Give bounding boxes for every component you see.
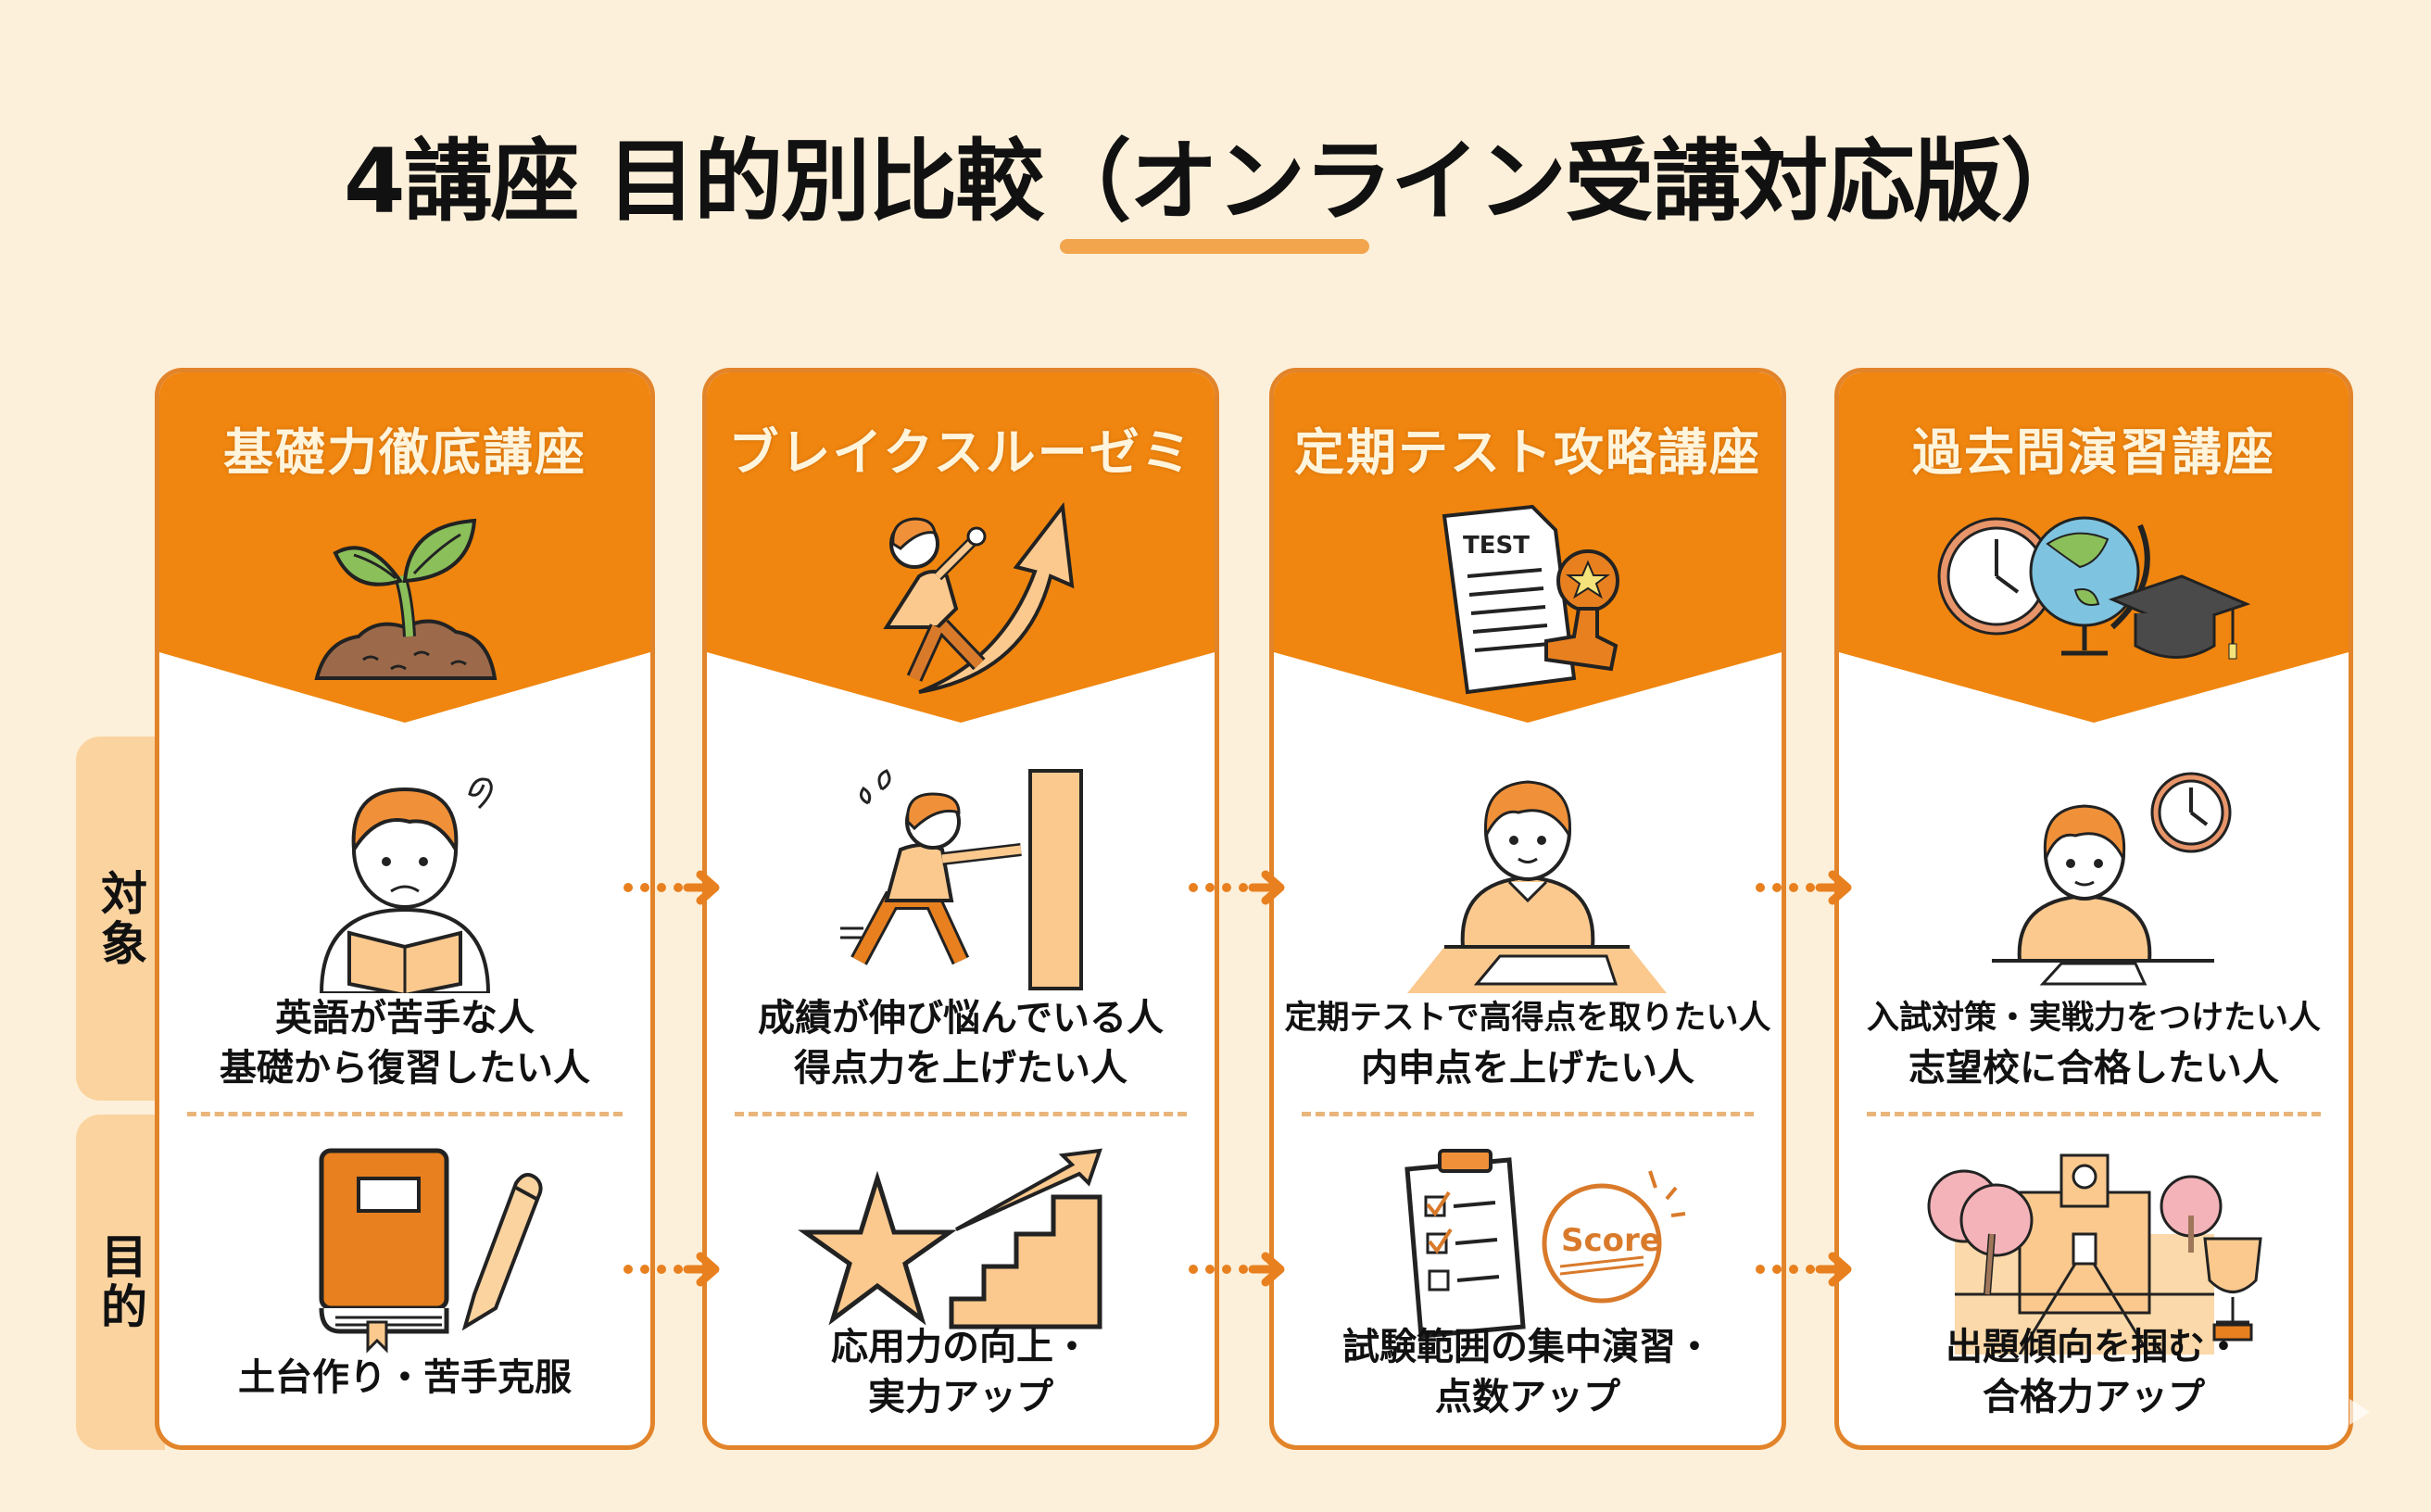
page-title: 4講座 目的別比較（オンライン受講対応版）	[343, 130, 2089, 233]
purpose-line-1: 出題傾向を掴む・	[1946, 1326, 2242, 1368]
purpose-line-2: 点数アップ	[1435, 1376, 1620, 1418]
purpose-line-1: 土台作り・苦手克服	[238, 1356, 572, 1399]
book-and-pencil-icon	[319, 1148, 543, 1354]
flow-arrow-icon	[1189, 1252, 1285, 1287]
section-divider	[1302, 1112, 1754, 1116]
flow-arrow-icon	[623, 870, 720, 905]
course-title: 基礎力徹底講座	[223, 423, 586, 482]
flow-arrow-icon	[623, 1252, 720, 1287]
svg-text:TEST: TEST	[1463, 532, 1530, 560]
target-description: 英語が苦手な人 基礎から復習したい人	[169, 993, 641, 1093]
target-line-2: 内申点を上げたい人	[1361, 1047, 1694, 1090]
course-title: 過去問演習講座	[1912, 423, 2275, 482]
target-description: 入試対策・実戦力をつけたい人 志望校に合格したい人	[1848, 993, 2339, 1093]
course-card-teiki-test: 定期テスト攻略講座 TEST 定期テストで高得点を取りたい人 内申点を上げたい人…	[1269, 368, 1786, 1450]
target-line-1: 成績が伸び悩んでいる人	[758, 997, 1164, 1040]
flow-arrow-icon	[1756, 870, 1852, 905]
purpose-description: 土台作り・苦手克服	[169, 1353, 641, 1403]
purpose-line-2: 実力アップ	[868, 1376, 1053, 1418]
confused-student-reading-icon	[319, 777, 493, 993]
row-label-purpose: 目的	[76, 1115, 165, 1450]
course-title: 定期テスト攻略講座	[1294, 423, 1761, 482]
course-title: ブレイクスルーゼミ	[728, 423, 1193, 482]
target-description: 成績が伸び悩んでいる人 得点力を上げたい人	[716, 993, 1205, 1093]
target-line-2: 志望校に合格したい人	[1908, 1047, 2279, 1090]
course-card-kakomon: 過去問演習講座 入試対策・実戦力をつけたい人 志望校に合格したい人	[1834, 368, 2353, 1450]
student-pushing-wall-icon	[840, 769, 1083, 990]
purpose-line-2: 合格力アップ	[1983, 1376, 2205, 1418]
checklist-score-icon: Score	[1404, 1149, 1686, 1339]
purpose-description: 試験範囲の集中演習・ 点数アップ	[1283, 1322, 1772, 1422]
purpose-line-1: 試験範囲の集中演習・	[1342, 1326, 1713, 1368]
target-description: 定期テストで高得点を取りたい人 内申点を上げたい人	[1283, 993, 1772, 1093]
row-label-purpose-text: 目的	[94, 1232, 147, 1332]
target-line-1: 定期テストで高得点を取りたい人	[1284, 1000, 1771, 1037]
flow-arrow-icon	[1189, 870, 1285, 905]
target-line-2: 基礎から復習したい人	[220, 1047, 590, 1090]
section-divider	[735, 1112, 1187, 1116]
school-trophy-icon	[1927, 1153, 2262, 1354]
test-paper-stamp-icon: TEST	[1442, 504, 1619, 695]
section-divider	[187, 1112, 623, 1116]
row-label-target-text: 対象	[94, 868, 147, 969]
purpose-description: 出題傾向を掴む・ 合格力アップ	[1848, 1322, 2339, 1422]
row-label-target: 対象	[76, 737, 165, 1101]
target-line-1: 英語が苦手な人	[275, 997, 535, 1040]
title-underline	[1060, 239, 1369, 254]
course-card-breakthrough: ブレイクスルーゼミ 成績が伸び悩んでいる人 得点力を上げたい人 応用力の向上・ …	[702, 368, 1219, 1450]
section-divider	[1867, 1112, 2321, 1116]
flow-arrow-icon	[1756, 1252, 1852, 1287]
student-writing-clock-icon	[1992, 772, 2232, 986]
sparkle-watermark-icon	[2349, 1399, 2370, 1425]
purpose-line-1: 応用力の向上・	[831, 1326, 1090, 1368]
sprout-icon	[314, 518, 498, 680]
purpose-description: 応用力の向上・ 実力アップ	[716, 1322, 1205, 1422]
target-line-1: 入試対策・実戦力をつけたい人	[1866, 1000, 2321, 1037]
clock-globe-cap-icon	[1937, 516, 2251, 660]
student-writing-icon	[1407, 780, 1667, 993]
target-line-2: 得点力を上げたい人	[794, 1047, 1127, 1090]
course-card-kiso: 基礎力徹底講座 英語が苦手な人 基礎から復習したい人 土台作り・苦手克服	[155, 368, 655, 1450]
climbing-arrow-icon	[883, 501, 1075, 694]
star-and-stairs-icon	[798, 1148, 1102, 1329]
svg-text:Score: Score	[1561, 1222, 1661, 1259]
